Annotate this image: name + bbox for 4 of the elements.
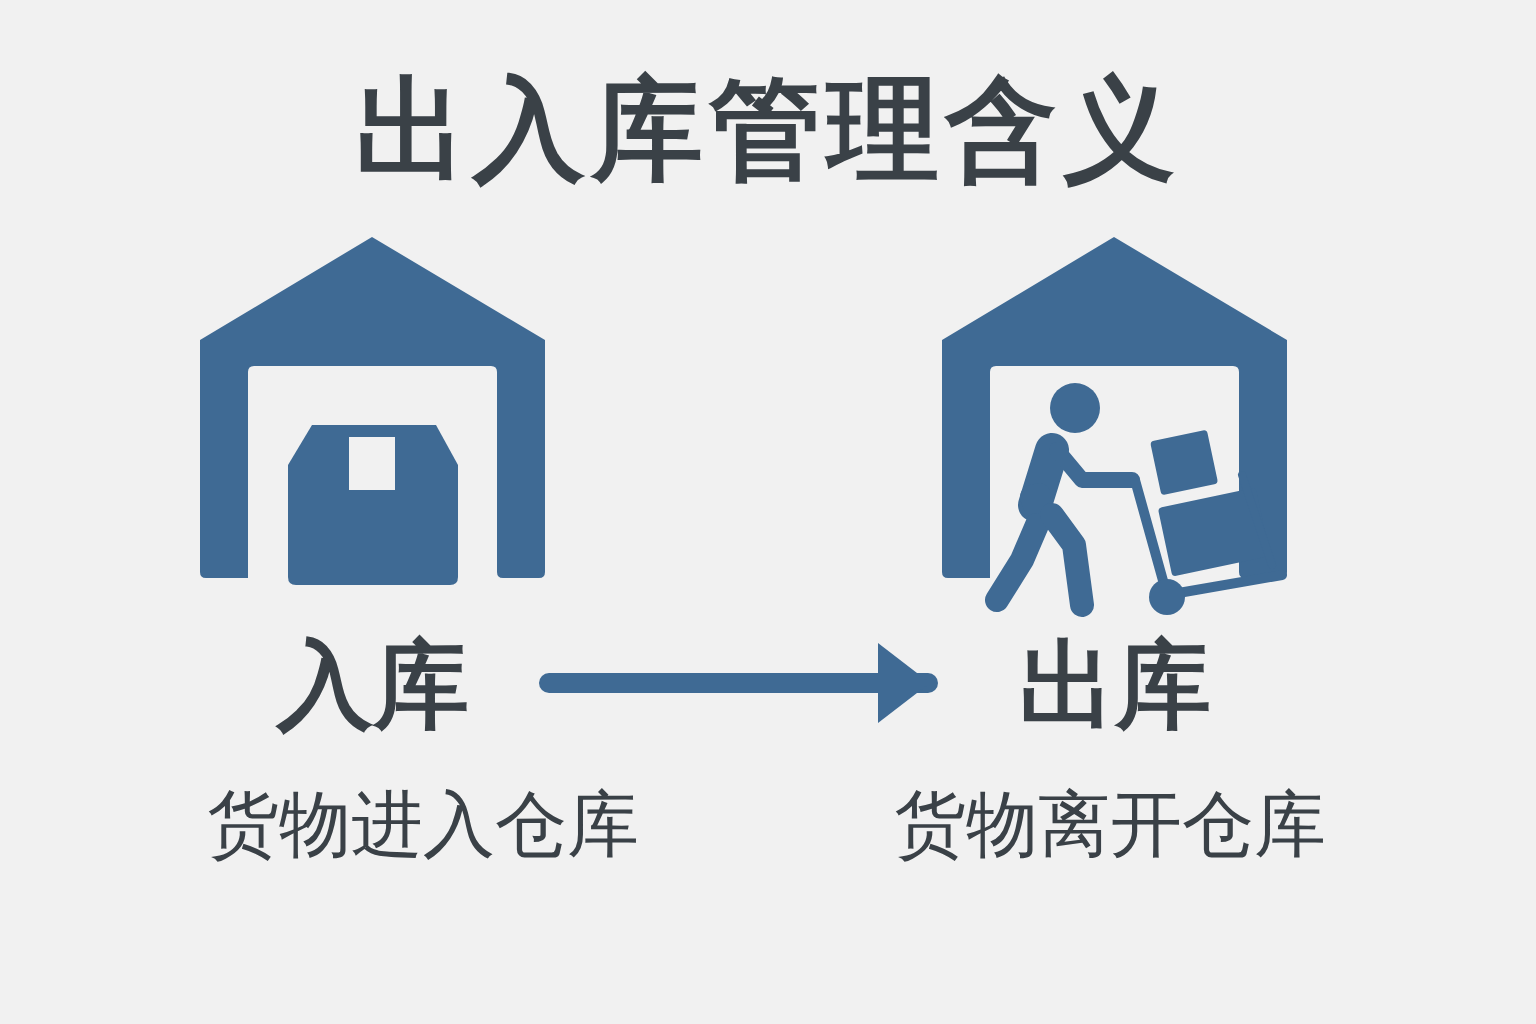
- node-caption: 货物进入仓库: [207, 785, 639, 865]
- arrow: [539, 643, 938, 723]
- node-caption: 货物离开仓库: [894, 785, 1326, 865]
- diagram-title: 出入库管理含义: [354, 63, 1182, 196]
